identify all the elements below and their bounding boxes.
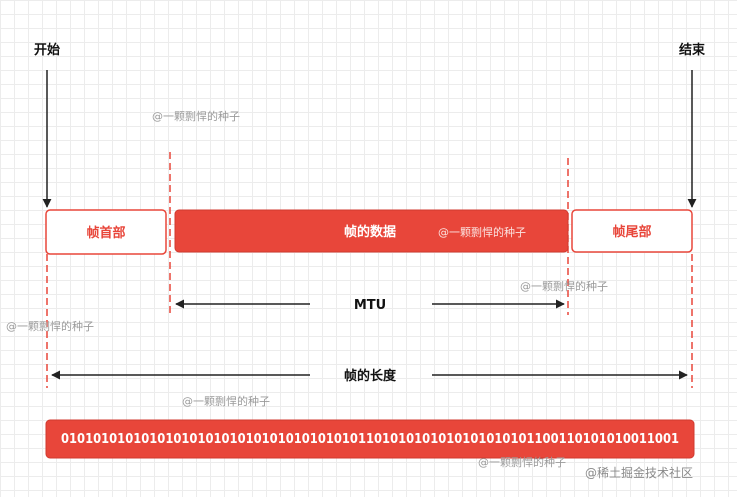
- watermark-text: @一颗剽悍的种子: [152, 109, 240, 123]
- frame-length-label: 帧的长度: [344, 368, 397, 384]
- frame-header-label: 帧首部: [86, 225, 125, 241]
- frame-data-box: [174, 209, 569, 253]
- watermark-text: @一颗剽悍的种子: [6, 319, 94, 333]
- mtu-label: MTU: [354, 298, 386, 313]
- site-watermark: @稀土掘金技术社区: [585, 465, 693, 480]
- frame-data-label: 帧的数据: [344, 224, 396, 240]
- frame-trailer-box: [571, 209, 693, 253]
- end-label: 结束: [679, 42, 706, 58]
- watermark-text: @一颗剽悍的种子: [520, 279, 608, 293]
- watermark-text: @一颗剽悍的种子: [478, 455, 566, 469]
- frame-header-box: [45, 209, 167, 255]
- start-label: 开始: [34, 42, 60, 58]
- frame-trailer-label: 帧尾部: [612, 224, 651, 240]
- bitstream-bar: [45, 419, 695, 459]
- watermark-text: @一颗剽悍的种子: [182, 394, 270, 408]
- bitstream-text: 0101010101010101010101010101010101010110…: [61, 432, 679, 447]
- watermark-text: @一颗剽悍的种子: [438, 225, 526, 239]
